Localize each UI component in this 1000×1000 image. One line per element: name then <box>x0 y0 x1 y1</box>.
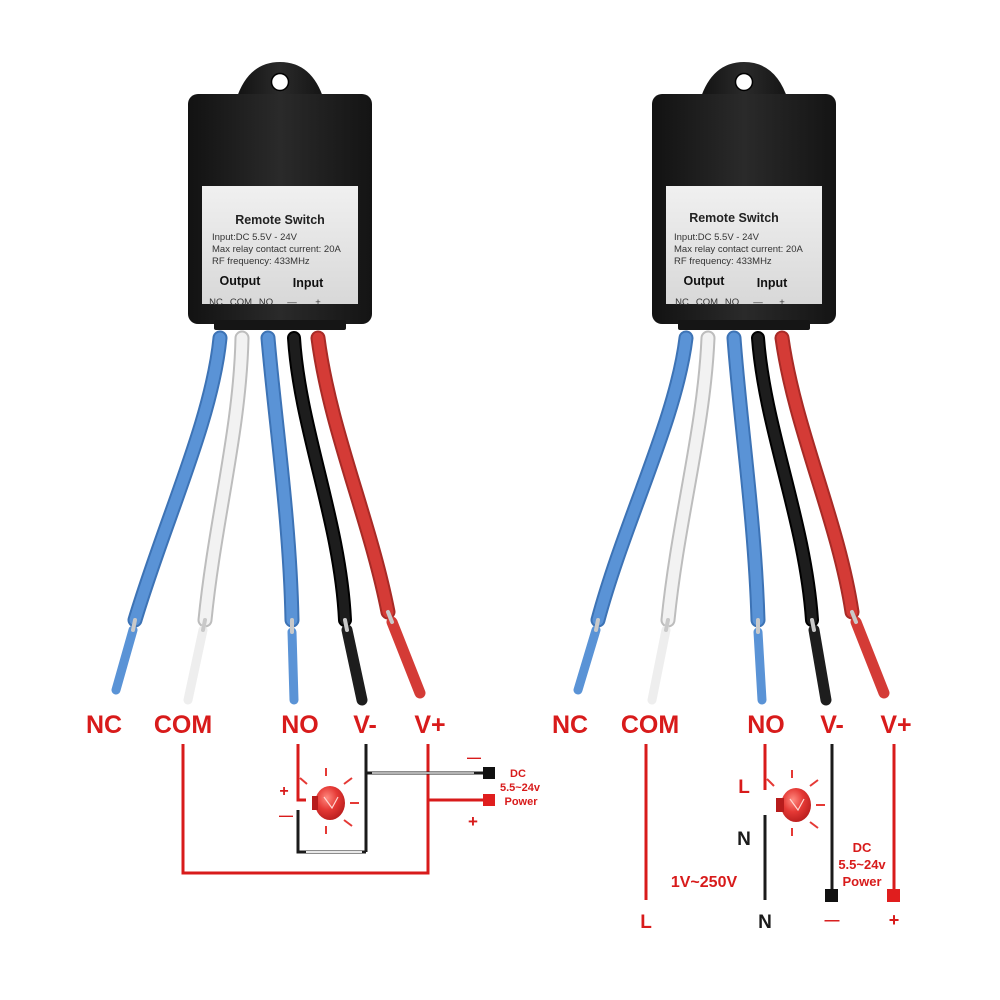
input-label: Input <box>757 276 788 290</box>
power-label-line2-right: 5.5~24v <box>838 857 886 872</box>
label-com: COM <box>621 711 679 739</box>
spec-line-3: RF frequency: 433MHz <box>212 256 310 267</box>
output-label: Output <box>684 274 726 288</box>
dc-minus-terminal-left <box>483 767 495 779</box>
spec-line-3: RF frequency: 433MHz <box>674 256 772 267</box>
power-label-line1-right: DC <box>853 840 872 855</box>
terminal-nc: NC <box>209 297 223 308</box>
terminal-no: NO <box>725 297 739 308</box>
label-vplus: V+ <box>880 711 911 739</box>
remote-switch-module-left: Remote Switch Input:DC 5.5V - 24V Max re… <box>187 61 373 331</box>
dc-minus-terminal-right <box>825 889 838 902</box>
wires-left <box>111 330 426 706</box>
terminal-com: COM <box>696 297 718 308</box>
module-title: Remote Switch <box>689 211 779 225</box>
power-plus-sign-left: + <box>468 812 478 831</box>
circuit-left <box>181 744 488 875</box>
label-nc: NC <box>86 711 122 739</box>
dc-plus-terminal-left <box>483 794 495 806</box>
label-vminus: V- <box>353 711 377 739</box>
label-vplus: V+ <box>414 711 445 739</box>
power-label-line2-left: 5.5~24v <box>500 782 541 794</box>
terminal-no: NO <box>259 297 273 308</box>
spec-line-2: Max relay contact current: 20A <box>212 244 341 255</box>
terminal-com: COM <box>230 297 252 308</box>
dc-plus-terminal-right <box>887 889 900 902</box>
power-label-line1-left: DC <box>510 768 526 780</box>
label-l-bottom: L <box>640 912 652 933</box>
power-minus-sign-right: — <box>825 912 840 929</box>
output-label: Output <box>220 274 262 288</box>
lamp-minus-sign: — <box>279 807 293 823</box>
module-title: Remote Switch <box>235 213 325 227</box>
terminal-plus: + <box>779 297 785 308</box>
terminal-minus: — <box>753 297 763 308</box>
lamp-plus-sign: + <box>279 783 288 800</box>
terminal-nc: NC <box>675 297 689 308</box>
ac-voltage-label: 1V~250V <box>671 874 738 891</box>
circuit-right <box>644 744 896 900</box>
power-plus-sign-right: + <box>889 910 900 930</box>
power-label-line3-left: Power <box>504 796 538 808</box>
wire-labels-right: NC COM NO V- V+ <box>552 711 912 739</box>
label-n-bottom: N <box>758 912 772 933</box>
lamp-icon-left <box>299 768 359 834</box>
remote-switch-module-right: Remote Switch Input:DC 5.5V - 24V Max re… <box>651 61 837 331</box>
spec-line-1: Input:DC 5.5V - 24V <box>212 232 298 243</box>
wire-labels-left: NC COM NO V- V+ <box>86 711 446 739</box>
power-minus-sign-left: — <box>467 749 481 765</box>
terminal-minus: — <box>287 297 297 308</box>
input-label: Input <box>293 276 324 290</box>
lamp-icon-right <box>766 770 825 836</box>
label-n-mid: N <box>737 829 751 850</box>
label-l-top: L <box>738 777 750 798</box>
label-no: NO <box>281 711 319 739</box>
terminal-plus: + <box>315 297 321 308</box>
label-no: NO <box>747 711 785 739</box>
label-vminus: V- <box>820 711 844 739</box>
wires-right <box>573 330 890 706</box>
power-label-line3-right: Power <box>842 874 881 889</box>
label-com: COM <box>154 711 212 739</box>
spec-line-2: Max relay contact current: 20A <box>674 244 803 255</box>
label-nc: NC <box>552 711 588 739</box>
spec-line-1: Input:DC 5.5V - 24V <box>674 232 760 243</box>
